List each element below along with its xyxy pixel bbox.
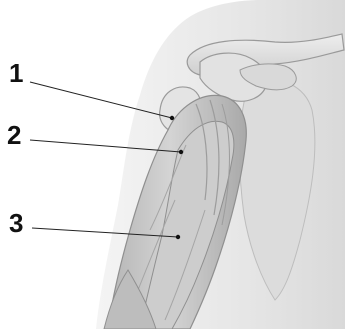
callout-number-3: 3 bbox=[9, 208, 23, 238]
callout-number-2: 2 bbox=[7, 120, 21, 150]
leader-dot-3 bbox=[176, 235, 180, 239]
leader-dot-2 bbox=[179, 150, 183, 154]
callout-number-1: 1 bbox=[9, 58, 23, 88]
leader-dot-1 bbox=[170, 116, 174, 120]
